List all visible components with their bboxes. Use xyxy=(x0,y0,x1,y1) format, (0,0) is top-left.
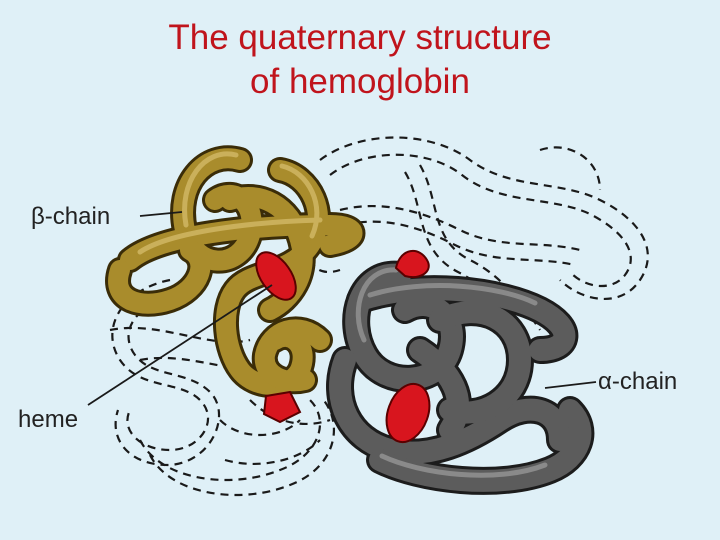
title-line-2: of hemoglobin xyxy=(250,62,470,101)
alpha-chain-label: α-chain xyxy=(598,368,678,395)
title-line-1: The quaternary structure xyxy=(168,18,552,57)
leader-lines xyxy=(87,211,597,406)
heme-top xyxy=(394,250,430,278)
beta-chain-label: β-chain xyxy=(31,203,111,230)
leader-beta xyxy=(139,211,183,217)
leader-alpha xyxy=(544,381,597,389)
alpha-chain xyxy=(326,260,595,495)
heme-lower xyxy=(262,390,302,424)
beta-chain xyxy=(105,145,366,398)
heme-beta xyxy=(255,251,297,301)
diagram-title: The quaternary structure of hemoglobin xyxy=(0,16,720,104)
heme-label: heme xyxy=(18,406,79,433)
heme-groups xyxy=(255,250,431,444)
heme-alpha xyxy=(385,382,431,444)
leader-heme xyxy=(87,284,273,406)
